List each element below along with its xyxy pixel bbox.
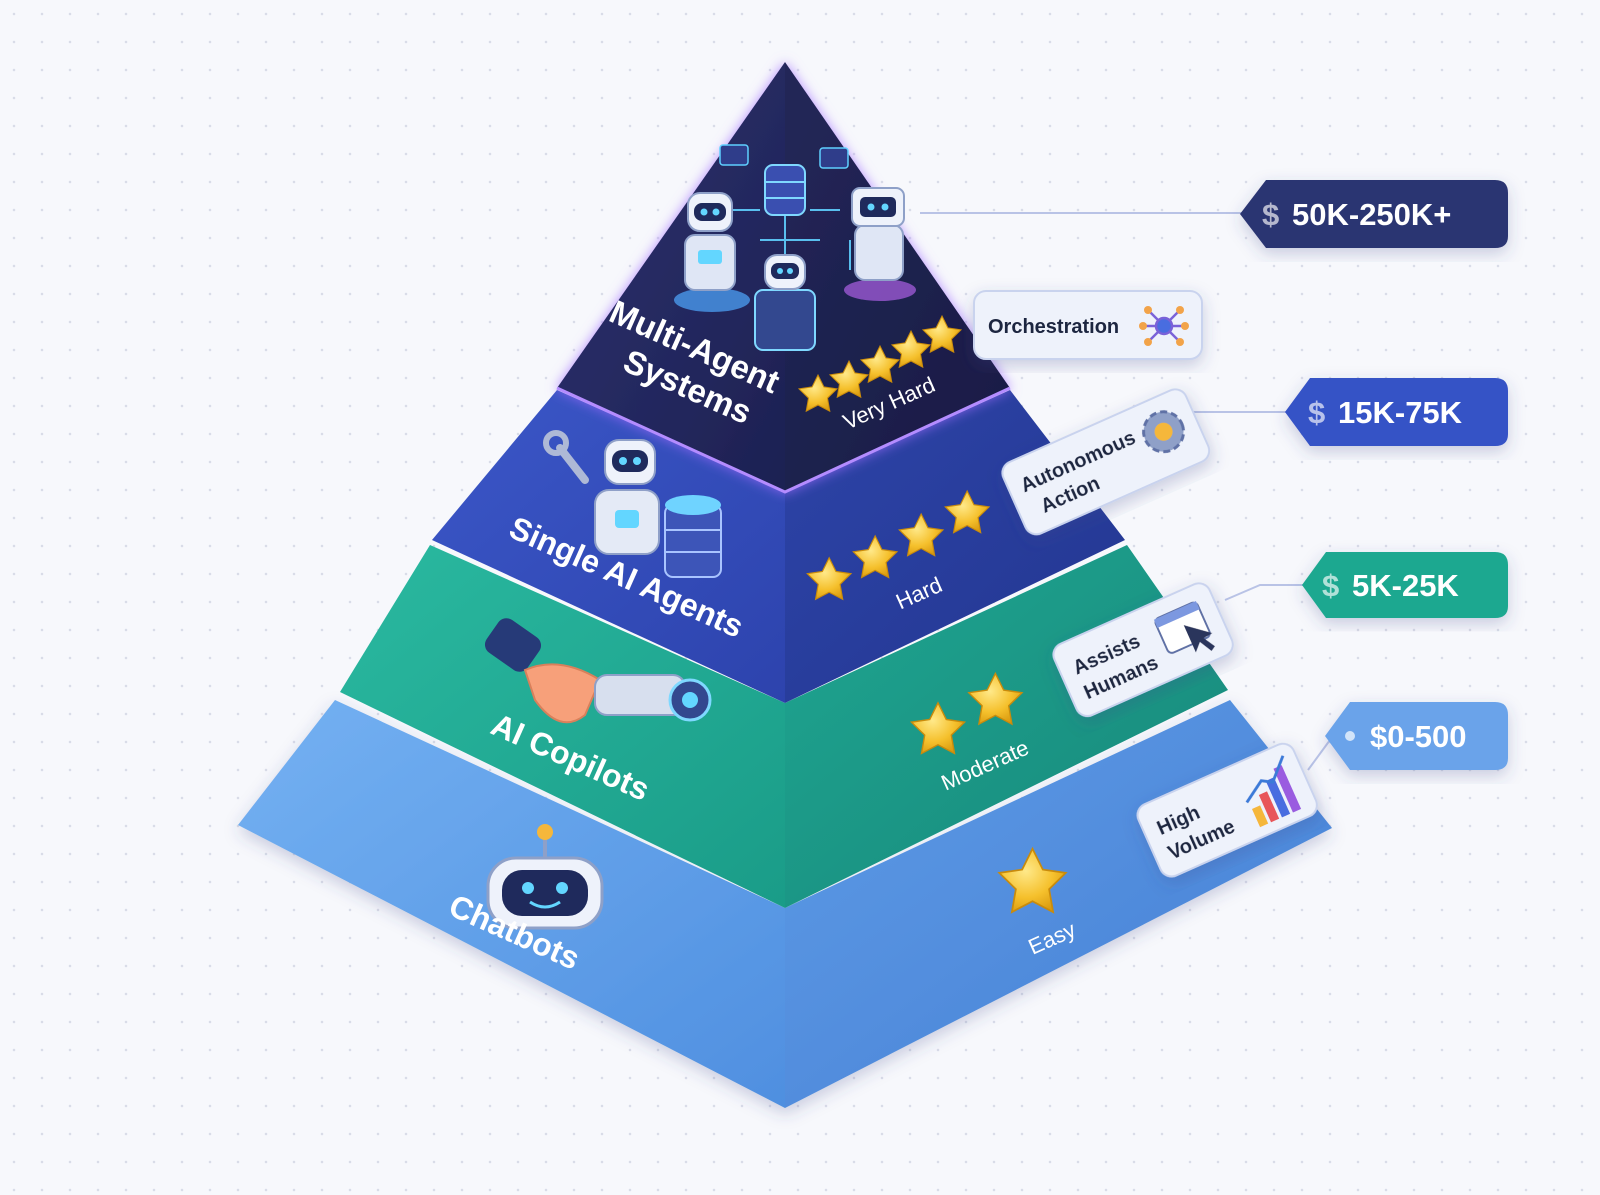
price-tag-chatbot: $0-500 [1325,702,1508,770]
connector-lines [920,212,1331,771]
price-single-agent: 15K-75K [1338,395,1463,430]
database-icon [664,495,722,578]
network-hub-icon [1139,306,1189,346]
multi-agent-network-illustration [674,144,916,351]
tier-copilots-left-face [340,545,785,908]
price-chatbot: $0-500 [1370,719,1467,754]
chatbot-robot-illustration [486,824,604,930]
dollar-icon: $ [1308,395,1325,430]
feature-orchestration: Orchestration [988,316,1119,338]
callout-orchestration: Orchestration [973,290,1203,360]
price-tag-multi-agent: $ 50K-250K+ [1240,180,1508,248]
robot-icon [754,254,816,351]
robot-icon [674,192,750,312]
dollar-icon: $ [1262,197,1279,232]
price-tag-single-agent: $ 15K-75K [1285,378,1508,446]
handshake-illustration [484,618,712,724]
price-tag-copilot: $ 5K-25K [1302,552,1508,618]
bar-chart-icon [1245,755,1302,828]
price-copilot: 5K-25K [1352,568,1459,603]
dollar-icon: $ [1322,568,1339,603]
cursor-window-icon [1153,601,1215,654]
tier-multi-agent-left-face [557,62,785,492]
tag-hole-icon [1345,731,1355,741]
robot-icon [844,187,916,301]
callout-assists-humans: Assists Humans [1052,582,1234,718]
price-multi-agent: 50K-250K+ [1292,197,1451,232]
single-agent-robot-illustration [543,430,722,578]
wrench-icon [543,430,589,484]
gear-icon [1142,410,1186,454]
